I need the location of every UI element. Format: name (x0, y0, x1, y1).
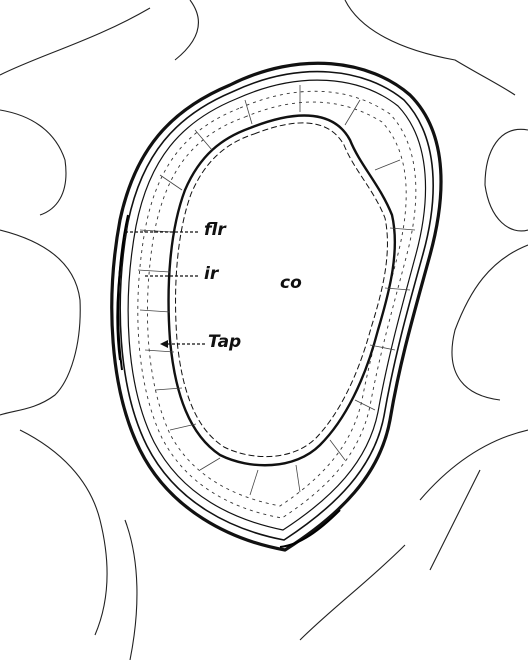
left-wall-shading (117, 215, 340, 547)
cell-outline-left-1 (0, 110, 66, 215)
cell-outline-top-left-inner (175, 0, 198, 60)
cell-outline-right-3 (420, 430, 528, 500)
cell-outline-bottom-left (20, 430, 107, 635)
label-flr: flr (204, 222, 226, 239)
cell-outline-bottom-right-2 (430, 470, 480, 570)
wall-hatching (138, 85, 415, 495)
leader-lines (125, 232, 206, 344)
intermediate-layer (138, 91, 416, 518)
outer-wall (112, 63, 441, 550)
cell-outline-right-1 (485, 129, 528, 231)
cell-outline-bottom-right (300, 545, 405, 640)
cell-outline-right-2 (452, 245, 528, 400)
label-tap: Tap (208, 334, 241, 351)
cell-outline-top-left (0, 8, 150, 75)
cell-outline-bottom-center (125, 520, 137, 660)
label-co: co (280, 275, 302, 292)
cell-outline-left-2 (0, 230, 80, 415)
label-ir: ir (204, 266, 218, 283)
tap-arrowhead (160, 340, 168, 348)
